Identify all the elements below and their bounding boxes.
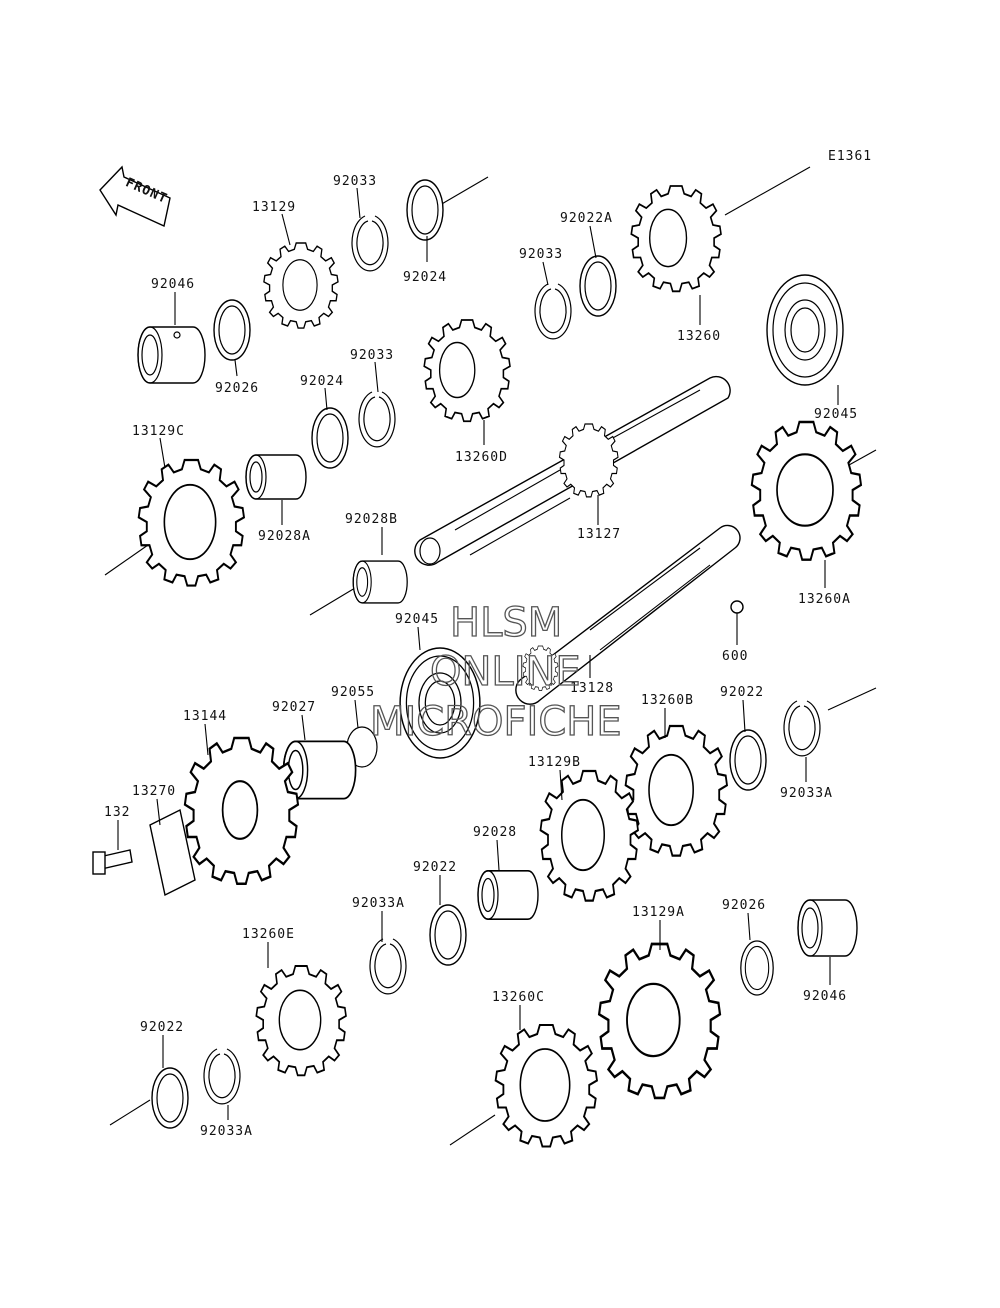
axis-lines <box>104 166 877 1146</box>
label-92028B: 92028B <box>345 512 398 527</box>
label-600: 600 <box>722 649 748 664</box>
label-92045-top: 92045 <box>814 407 858 422</box>
gear-13260E <box>255 965 347 1077</box>
label-92028A: 92028A <box>258 529 311 544</box>
label-92027: 92027 <box>272 700 316 715</box>
label-92046-b: 92046 <box>803 989 847 1004</box>
watermark-line1: HLSM <box>450 600 562 646</box>
watermark-line2: ONLINE <box>430 649 581 695</box>
label-132: 132 <box>104 805 130 820</box>
bush-92028 <box>477 870 539 920</box>
washer-92022-r <box>729 729 767 791</box>
part-labels: 13129 92033 92024 92046 92026 92022A 920… <box>104 174 858 1139</box>
label-13129: 13129 <box>252 200 296 215</box>
bolt-132 <box>92 849 133 875</box>
label-92033-top: 92033 <box>333 174 377 189</box>
circlip-92033-mid <box>534 283 572 340</box>
label-13260B: 13260B <box>641 693 694 708</box>
gear-13129C <box>137 458 246 587</box>
label-13144: 13144 <box>183 709 227 724</box>
washer-92022-m <box>429 904 467 966</box>
label-13270: 13270 <box>132 784 176 799</box>
label-92022A: 92022A <box>560 211 613 226</box>
label-13260D: 13260D <box>455 450 508 465</box>
gear-13260 <box>630 185 722 293</box>
label-92026-top: 92026 <box>215 381 259 396</box>
circlip-92033A-m <box>369 938 407 995</box>
label-13260C: 13260C <box>492 990 545 1005</box>
sprocket-13144 <box>183 736 300 886</box>
label-92024-b: 92024 <box>300 374 344 389</box>
label-13127: 13127 <box>577 527 621 542</box>
collar-92046-top <box>137 326 206 384</box>
plate-13270 <box>149 808 196 897</box>
gear-13260D <box>423 319 511 423</box>
label-13129C: 13129C <box>132 424 185 439</box>
gear-13129B <box>539 769 640 902</box>
leader-lines <box>117 187 839 1120</box>
label-92033A-r: 92033A <box>780 786 833 801</box>
label-13129B: 13129B <box>528 755 581 770</box>
washer-92024-top <box>406 179 444 241</box>
label-92022-l: 92022 <box>140 1020 184 1035</box>
label-92055: 92055 <box>331 685 375 700</box>
label-92033A-l: 92033A <box>200 1124 253 1139</box>
label-92046-top: 92046 <box>151 277 195 292</box>
label-92024-top: 92024 <box>403 270 447 285</box>
circlip-92033A-r <box>783 700 821 757</box>
watermark: HLSM ONLINE MICROFICHE <box>369 599 622 745</box>
label-13260A: 13260A <box>798 592 851 607</box>
circlip-92033A-l <box>203 1048 241 1105</box>
label-92033-b: 92033 <box>350 348 394 363</box>
gear-13129A <box>597 942 722 1100</box>
gear-13129 <box>263 242 339 329</box>
bush-92028B <box>352 560 408 604</box>
washer-92026-top <box>213 299 251 361</box>
collar-92046-b <box>797 899 858 957</box>
watermark-line3: MICROFICHE <box>370 699 622 745</box>
label-13128: 13128 <box>570 681 614 696</box>
label-92033A-m: 92033A <box>352 896 405 911</box>
label-92026-b: 92026 <box>722 898 766 913</box>
diagram-code: E1361 <box>828 149 872 164</box>
label-13260E: 13260E <box>242 927 295 942</box>
label-92028: 92028 <box>473 825 517 840</box>
label-92033-mid: 92033 <box>519 247 563 262</box>
collar-92027 <box>282 740 357 800</box>
front-arrow-icon: FRONT <box>99 165 171 227</box>
label-92022-m: 92022 <box>413 860 457 875</box>
shaft-13128 <box>515 524 741 705</box>
washer-92022A <box>579 255 617 317</box>
label-92022-r: 92022 <box>720 685 764 700</box>
washer-92024-b <box>311 407 349 469</box>
bush-92028A <box>245 454 307 500</box>
gear-13260C <box>494 1023 599 1148</box>
circlip-92033-top <box>351 215 389 272</box>
label-92045-mid: 92045 <box>395 612 439 627</box>
washer-92022-l <box>151 1067 189 1129</box>
label-13260: 13260 <box>677 329 721 344</box>
bearing-92045-top <box>766 274 844 386</box>
gear-13260A <box>750 420 863 561</box>
ball-600 <box>730 600 744 614</box>
circlip-92033-b <box>358 391 396 448</box>
gear-13260B <box>624 724 729 857</box>
washer-92026-b <box>740 940 774 996</box>
label-13129A: 13129A <box>632 905 685 920</box>
